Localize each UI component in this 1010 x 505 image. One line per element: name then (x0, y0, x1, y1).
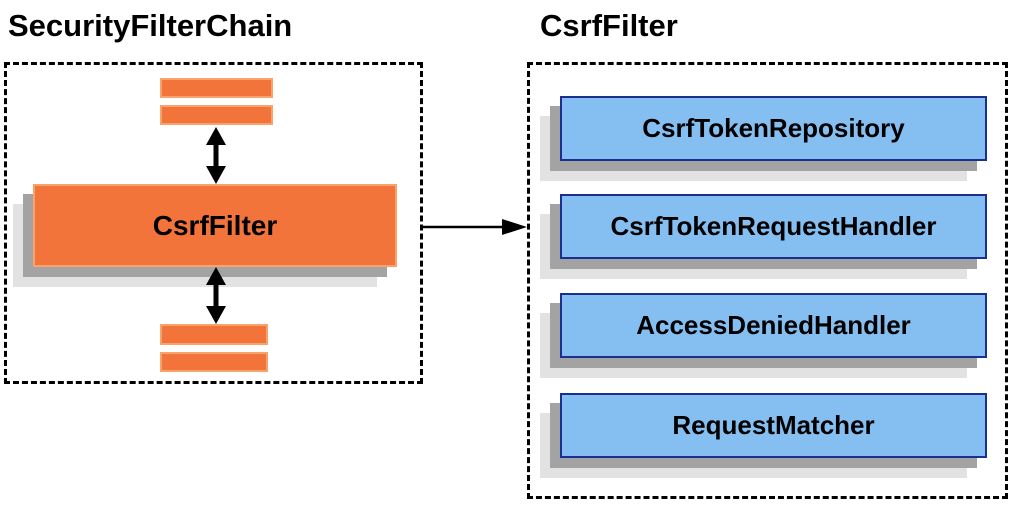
component-node-csrf-token-request-handler: CsrfTokenRequestHandler (560, 194, 987, 259)
security-filter-chain-container (4, 62, 423, 384)
csrf-filter-container (527, 62, 1008, 499)
component-node-csrf-token-repository: CsrfTokenRepository (560, 96, 987, 161)
filter-bar-above-2 (160, 105, 273, 125)
component-label: CsrfTokenRequestHandler (610, 211, 937, 241)
right-arrow-icon (421, 219, 527, 235)
component-label: AccessDeniedHandler (636, 310, 911, 340)
security-filter-chain-title: SecurityFilterChain (8, 8, 293, 43)
filter-bar-below-1 (160, 324, 268, 345)
csrf-filter-node-label: CsrfFilter (152, 209, 278, 241)
component-label: RequestMatcher (672, 410, 875, 440)
component-node-access-denied-handler: AccessDeniedHandler (560, 293, 987, 358)
component-node-request-matcher: RequestMatcher (560, 393, 987, 458)
csrf-filter-node: CsrfFilter (33, 184, 397, 267)
filter-bar-above-1 (160, 78, 273, 98)
csrf-filter-title: CsrfFilter (540, 8, 678, 43)
filter-bar-below-2 (160, 352, 268, 372)
component-label: CsrfTokenRepository (642, 113, 905, 143)
